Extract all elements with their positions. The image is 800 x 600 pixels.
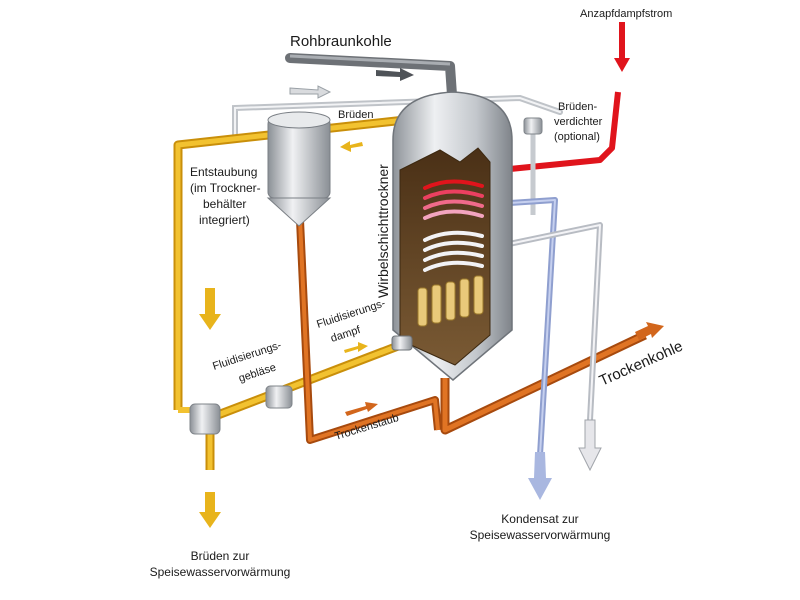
condensate-pipe-white	[479, 222, 603, 421]
label-entstaubung-4: integriert)	[199, 213, 250, 227]
heating-coils-white	[423, 230, 484, 272]
flow-arrow-yellow-4	[344, 342, 368, 353]
flow-arrow-orange-2	[635, 322, 664, 340]
flow-arrow-yellow-2	[199, 288, 221, 330]
flow-arrow-white	[578, 419, 602, 472]
dry-dust-pipe	[296, 219, 442, 444]
raw-coal-feed-pipe	[285, 53, 457, 100]
label-entstaubung-1: Entstaubung	[190, 165, 257, 179]
flow-arrow-coal	[376, 68, 414, 81]
label-trockenkohle: Trockenkohle	[597, 338, 686, 390]
extraction-steam-pipe	[479, 22, 630, 175]
dust-separator	[266, 111, 332, 227]
brueden-return-pipe	[232, 94, 563, 138]
label-kondensat-2: Speisewasservorwärmung	[470, 528, 611, 542]
flow-arrow-yellow-1	[340, 141, 363, 152]
label-trockenstaub: Trockenstaub	[333, 412, 400, 443]
label-brueden-bottom-1: Brüden zur	[191, 549, 250, 563]
label-brueden-verdichter-3: (optional)	[554, 131, 600, 143]
flow-arrow-blue	[528, 452, 552, 500]
flow-arrow-grey-1	[289, 85, 332, 99]
label-entstaubung-3: behälter	[203, 197, 246, 211]
label-brueden-verdichter-2: verdichter	[554, 116, 603, 128]
label-brueden-top: Brüden	[338, 109, 373, 121]
label-anzapfdampfstrom: Anzapfdampfstrom	[580, 8, 672, 20]
label-brueden-verdichter-1: Brüden-	[558, 101, 597, 113]
flow-arrow-orange-1	[345, 402, 378, 416]
fluidization-nozzles	[417, 275, 484, 327]
label-brueden-bottom-2: Speisewasservorwärmung	[150, 565, 291, 579]
flow-arrow-yellow-3	[199, 492, 221, 528]
label-entstaubung-2: (im Trockner-	[190, 181, 261, 195]
label-wirbelschichttrockner: Wirbelschichttrockner	[375, 164, 391, 298]
label-fluidisierungsgeblaese-2: gebläse	[237, 362, 277, 385]
fluidization-blower	[189, 385, 293, 435]
fluidized-bed-dryer	[391, 91, 513, 381]
label-rohbraunkohle: Rohbraunkohle	[290, 33, 392, 50]
label-kondensat-1: Kondensat zur	[501, 512, 578, 526]
label-fluidisierungsdampf-2: dampf	[329, 324, 363, 345]
heating-coils-red	[423, 179, 484, 220]
dry-coal-pipe	[440, 330, 647, 435]
